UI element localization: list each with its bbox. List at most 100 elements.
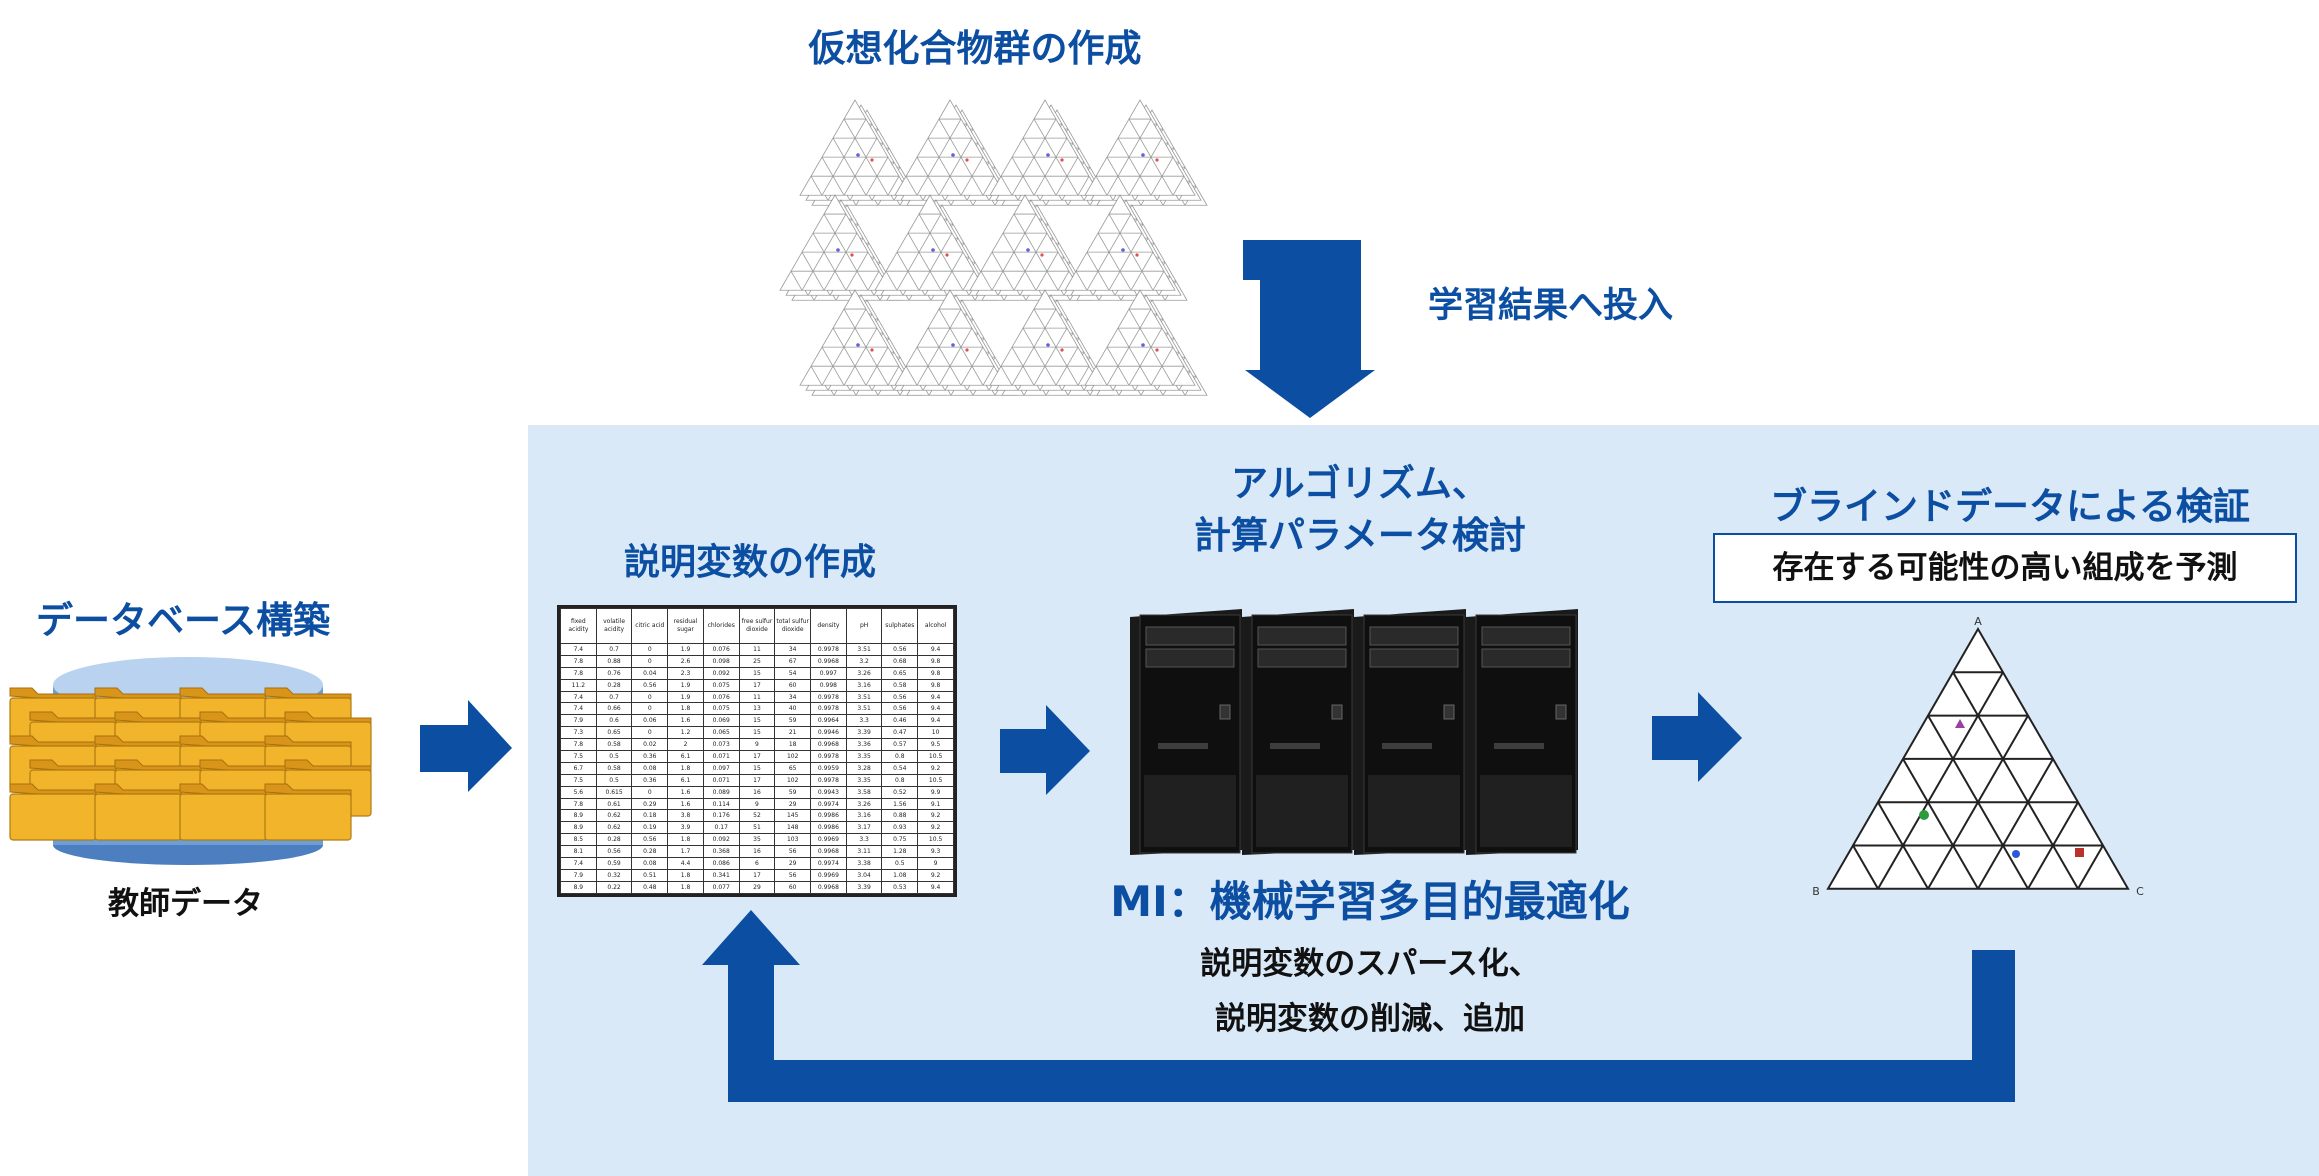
table-cell: 0.5 xyxy=(595,750,633,763)
grid-line xyxy=(905,176,918,196)
table-cell: 0.9974 xyxy=(810,857,847,870)
grid-line xyxy=(1877,671,2004,890)
table-cell: 0.615 xyxy=(595,785,633,799)
table-cell: 0.9964 xyxy=(810,714,847,728)
table-cell: 3.51 xyxy=(845,690,883,704)
ternary-grid xyxy=(1084,99,1196,196)
table-cell: 59 xyxy=(774,714,812,728)
table-cell: 52 xyxy=(738,809,776,823)
table-cell: 7.4 xyxy=(560,702,597,716)
table-cell: 1.6 xyxy=(667,797,704,811)
table-header: total sulfur dioxide xyxy=(774,608,812,644)
grid-line xyxy=(980,271,993,291)
table-cell: 7.3 xyxy=(560,726,597,740)
table-cell: 0.62 xyxy=(595,821,633,835)
table-cell: 0.9946 xyxy=(810,726,847,740)
table-cell: 6 xyxy=(738,857,776,870)
table-cell: 1.9 xyxy=(667,643,704,656)
table-cell: 1.7 xyxy=(667,845,704,859)
ternary-outline xyxy=(874,194,986,291)
grid-line xyxy=(1002,232,1037,291)
table-cell: 9.4 xyxy=(917,643,954,656)
table-cell: 1.28 xyxy=(881,845,919,859)
folder-icon xyxy=(264,783,352,841)
table-cell: 0.9969 xyxy=(810,868,847,882)
table-cell: 9.4 xyxy=(917,880,954,895)
grid-line xyxy=(1902,758,1979,890)
brand-badge xyxy=(1270,743,1320,749)
table-cell: 7.4 xyxy=(560,690,597,704)
table-cell: 8.9 xyxy=(560,880,597,895)
right-arrow-1 xyxy=(420,700,512,792)
grid-line xyxy=(887,366,900,386)
table-cell: 0.6 xyxy=(595,714,633,728)
mi-title: MI：機械学習多目的最適化 xyxy=(1110,877,1630,926)
table-cell: 0 xyxy=(631,702,669,716)
sparse-note: 説明変数のスパース化、 xyxy=(1200,946,1540,982)
table-header: residual sugar xyxy=(667,608,704,644)
table-cell: 0.56 xyxy=(631,678,669,692)
grid-line xyxy=(1128,118,1174,196)
ternary-grid xyxy=(1826,627,2130,890)
ternary-grid xyxy=(989,289,1101,386)
table-cell: 16 xyxy=(738,785,776,799)
grid-line xyxy=(1033,137,1068,196)
table-cell: 10.5 xyxy=(917,773,954,787)
ternary-grid xyxy=(989,99,1101,196)
table-cell: 0.76 xyxy=(595,666,633,680)
folder-body xyxy=(179,793,267,841)
table-cell: 0.097 xyxy=(702,761,740,775)
folder-body xyxy=(94,793,182,841)
table-cell: 0.56 xyxy=(881,690,919,704)
table-cell: 0.9969 xyxy=(810,833,847,847)
table-cell: 11 xyxy=(738,643,776,656)
table-cell: 0.8 xyxy=(881,750,919,763)
drive-bay xyxy=(1481,648,1571,668)
table-cell: 0.9978 xyxy=(810,750,847,763)
grid-line xyxy=(1075,271,1088,291)
grid-line xyxy=(1108,213,1154,291)
data-point xyxy=(856,343,860,347)
grid-line xyxy=(1077,366,1090,386)
table-cell: 2.3 xyxy=(667,666,704,680)
table-cell: 15 xyxy=(738,714,776,728)
table-cell: 16 xyxy=(738,845,776,859)
table-cell: 0.077 xyxy=(702,880,740,895)
table-cell: 0.59 xyxy=(595,857,633,870)
table-cell: 0.68 xyxy=(881,654,919,668)
table-cell: 0 xyxy=(631,654,669,668)
brand-badge xyxy=(1158,743,1208,749)
table-cell: 10.5 xyxy=(917,833,954,847)
front-grille xyxy=(1256,775,1348,847)
table-cell: 102 xyxy=(774,773,812,787)
table-cell: 0.5 xyxy=(595,773,633,787)
table-cell: 148 xyxy=(774,821,812,835)
table-cell: 9 xyxy=(738,738,776,752)
virtual-compounds-title: 仮想化合物群の作成 xyxy=(808,27,1142,70)
table-cell: 7.8 xyxy=(560,797,597,811)
vertex-label: A xyxy=(1974,615,1982,628)
table-cell: 0.19 xyxy=(631,821,669,835)
ternary-outline xyxy=(969,194,1081,291)
table-cell: 0.076 xyxy=(702,643,740,656)
brand-badge xyxy=(1494,743,1544,749)
grid-line xyxy=(1000,176,1013,196)
table-header: pH xyxy=(845,608,883,644)
table-cell: 0 xyxy=(631,726,669,740)
table-cell: 7.9 xyxy=(560,714,597,728)
table-cell: 1.8 xyxy=(667,702,704,716)
table-cell: 0.075 xyxy=(702,678,740,692)
table-cell: 54 xyxy=(774,666,812,680)
table-cell: 3.11 xyxy=(845,845,883,859)
table-cell: 0.04 xyxy=(631,666,669,680)
table-cell: 0.32 xyxy=(595,868,633,882)
table-cell: 0.9978 xyxy=(810,690,847,704)
folder-icon xyxy=(179,783,267,841)
table-cell: 3.58 xyxy=(845,785,883,799)
ternary-grid xyxy=(874,194,986,291)
grid-line xyxy=(905,366,918,386)
table-cell: 7.5 xyxy=(560,773,597,787)
